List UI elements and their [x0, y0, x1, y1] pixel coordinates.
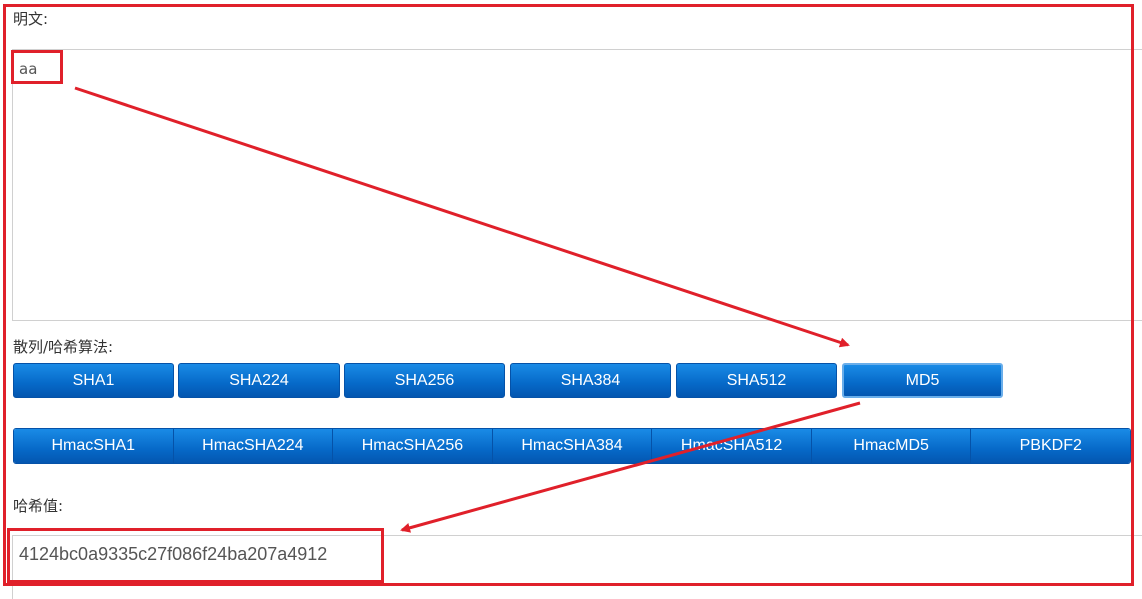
- hmacsha1-button[interactable]: HmacSHA1: [14, 429, 174, 463]
- md5-button[interactable]: MD5: [842, 363, 1003, 398]
- hmacsha384-button[interactable]: HmacSHA384: [492, 429, 653, 463]
- algorithm-label: 散列/哈希算法:: [13, 338, 114, 356]
- arrow-md5-to-output: [400, 401, 861, 533]
- hash-output-field[interactable]: 4124bc0a9335c27f086f24ba207a4912: [12, 535, 1142, 599]
- hmac-button-group: HmacSHA1 HmacSHA224 HmacSHA256 HmacSHA38…: [13, 428, 1131, 464]
- sha384-button[interactable]: SHA384: [510, 363, 671, 398]
- sha256-button[interactable]: SHA256: [344, 363, 505, 398]
- hmacsha224-button[interactable]: HmacSHA224: [173, 429, 334, 463]
- hmacsha256-button[interactable]: HmacSHA256: [333, 429, 493, 463]
- hmacmd5-button[interactable]: HmacMD5: [811, 429, 972, 463]
- plaintext-textarea[interactable]: aa: [12, 49, 1142, 321]
- plaintext-value: aa: [19, 60, 38, 78]
- sha512-button[interactable]: SHA512: [676, 363, 837, 398]
- hash-label: 哈希值:: [13, 497, 64, 515]
- pbkdf2-button[interactable]: PBKDF2: [971, 429, 1130, 463]
- sha1-button[interactable]: SHA1: [13, 363, 174, 398]
- hmacsha512-button[interactable]: HmacSHA512: [652, 429, 812, 463]
- plaintext-label: 明文:: [13, 10, 49, 28]
- hash-value: 4124bc0a9335c27f086f24ba207a4912: [19, 544, 328, 564]
- sha224-button[interactable]: SHA224: [178, 363, 340, 398]
